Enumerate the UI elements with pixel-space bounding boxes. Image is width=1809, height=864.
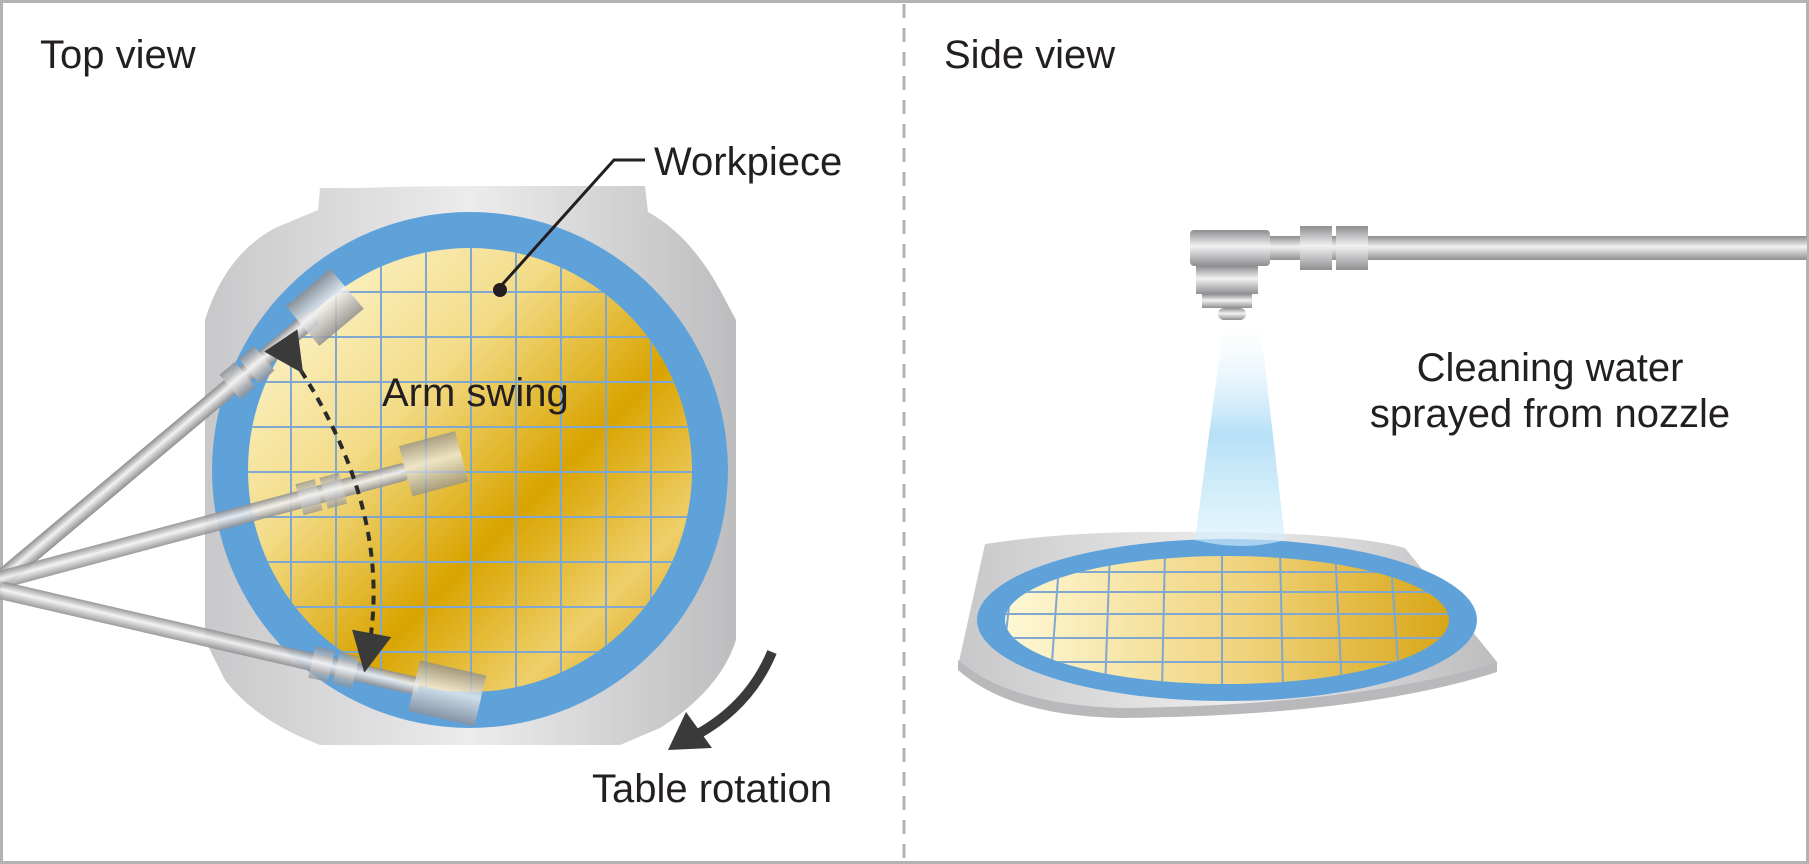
top-view-title: Top view <box>40 33 196 77</box>
side-view-title: Side view <box>944 33 1116 77</box>
table-rotation-label: Table rotation <box>592 767 833 811</box>
table-rotation-arrow <box>668 650 777 750</box>
nozzle-assembly <box>1190 226 1807 320</box>
spray-label: Cleaning water sprayed from nozzle <box>1369 346 1731 436</box>
arm-upper <box>0 268 364 586</box>
water-spray-cone <box>1195 322 1285 546</box>
arm-swing-label: Arm swing <box>382 371 569 415</box>
side-view-wafer <box>1005 556 1449 684</box>
workpiece-leader <box>493 158 645 297</box>
side-view-table <box>958 531 1497 718</box>
workpiece-label: Workpiece <box>654 140 843 184</box>
arm-swing-arrow <box>264 329 392 673</box>
